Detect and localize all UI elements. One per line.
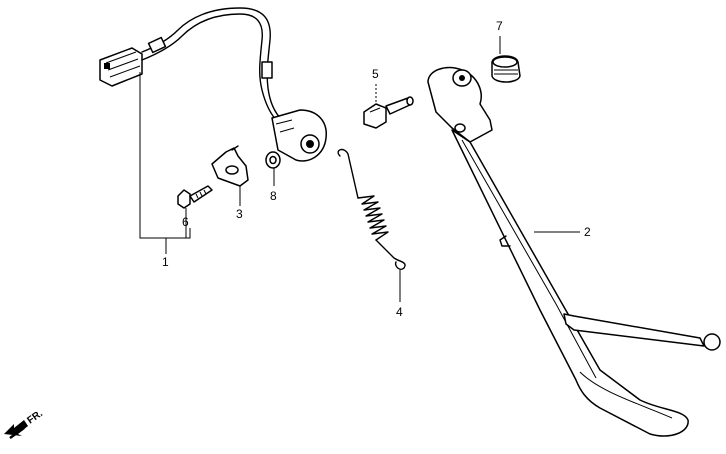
bolt: [177, 185, 213, 209]
rubber-stopper: [491, 55, 521, 83]
front-direction-arrow-icon: FR.: [4, 408, 45, 440]
washer: [265, 151, 281, 169]
callout-4: 4: [396, 270, 403, 319]
switch-bracket: [211, 145, 249, 187]
pivot-bolt: [363, 96, 414, 129]
return-spring: [337, 148, 406, 271]
callout-label-3: 3: [236, 207, 243, 221]
callout-label-8: 8: [270, 189, 277, 203]
side-stand-switch-harness: [99, 7, 327, 162]
callout-7: 7: [496, 19, 503, 54]
callout-label-7: 7: [496, 19, 503, 33]
callout-2: 2: [534, 225, 591, 239]
callout-label-2: 2: [584, 225, 591, 239]
front-direction-label: FR.: [25, 408, 45, 426]
callout-5: 5: [372, 67, 379, 102]
callout-3: 3: [236, 186, 243, 221]
callout-label-5: 5: [372, 67, 379, 81]
callout-label-1: 1: [162, 255, 169, 269]
callout-1: 1: [139, 72, 191, 269]
side-stand: [427, 66, 721, 437]
callout-label-6: 6: [182, 215, 189, 229]
callout-label-4: 4: [396, 305, 403, 319]
callout-6: 6: [182, 208, 189, 238]
callout-8: 8: [270, 168, 277, 203]
